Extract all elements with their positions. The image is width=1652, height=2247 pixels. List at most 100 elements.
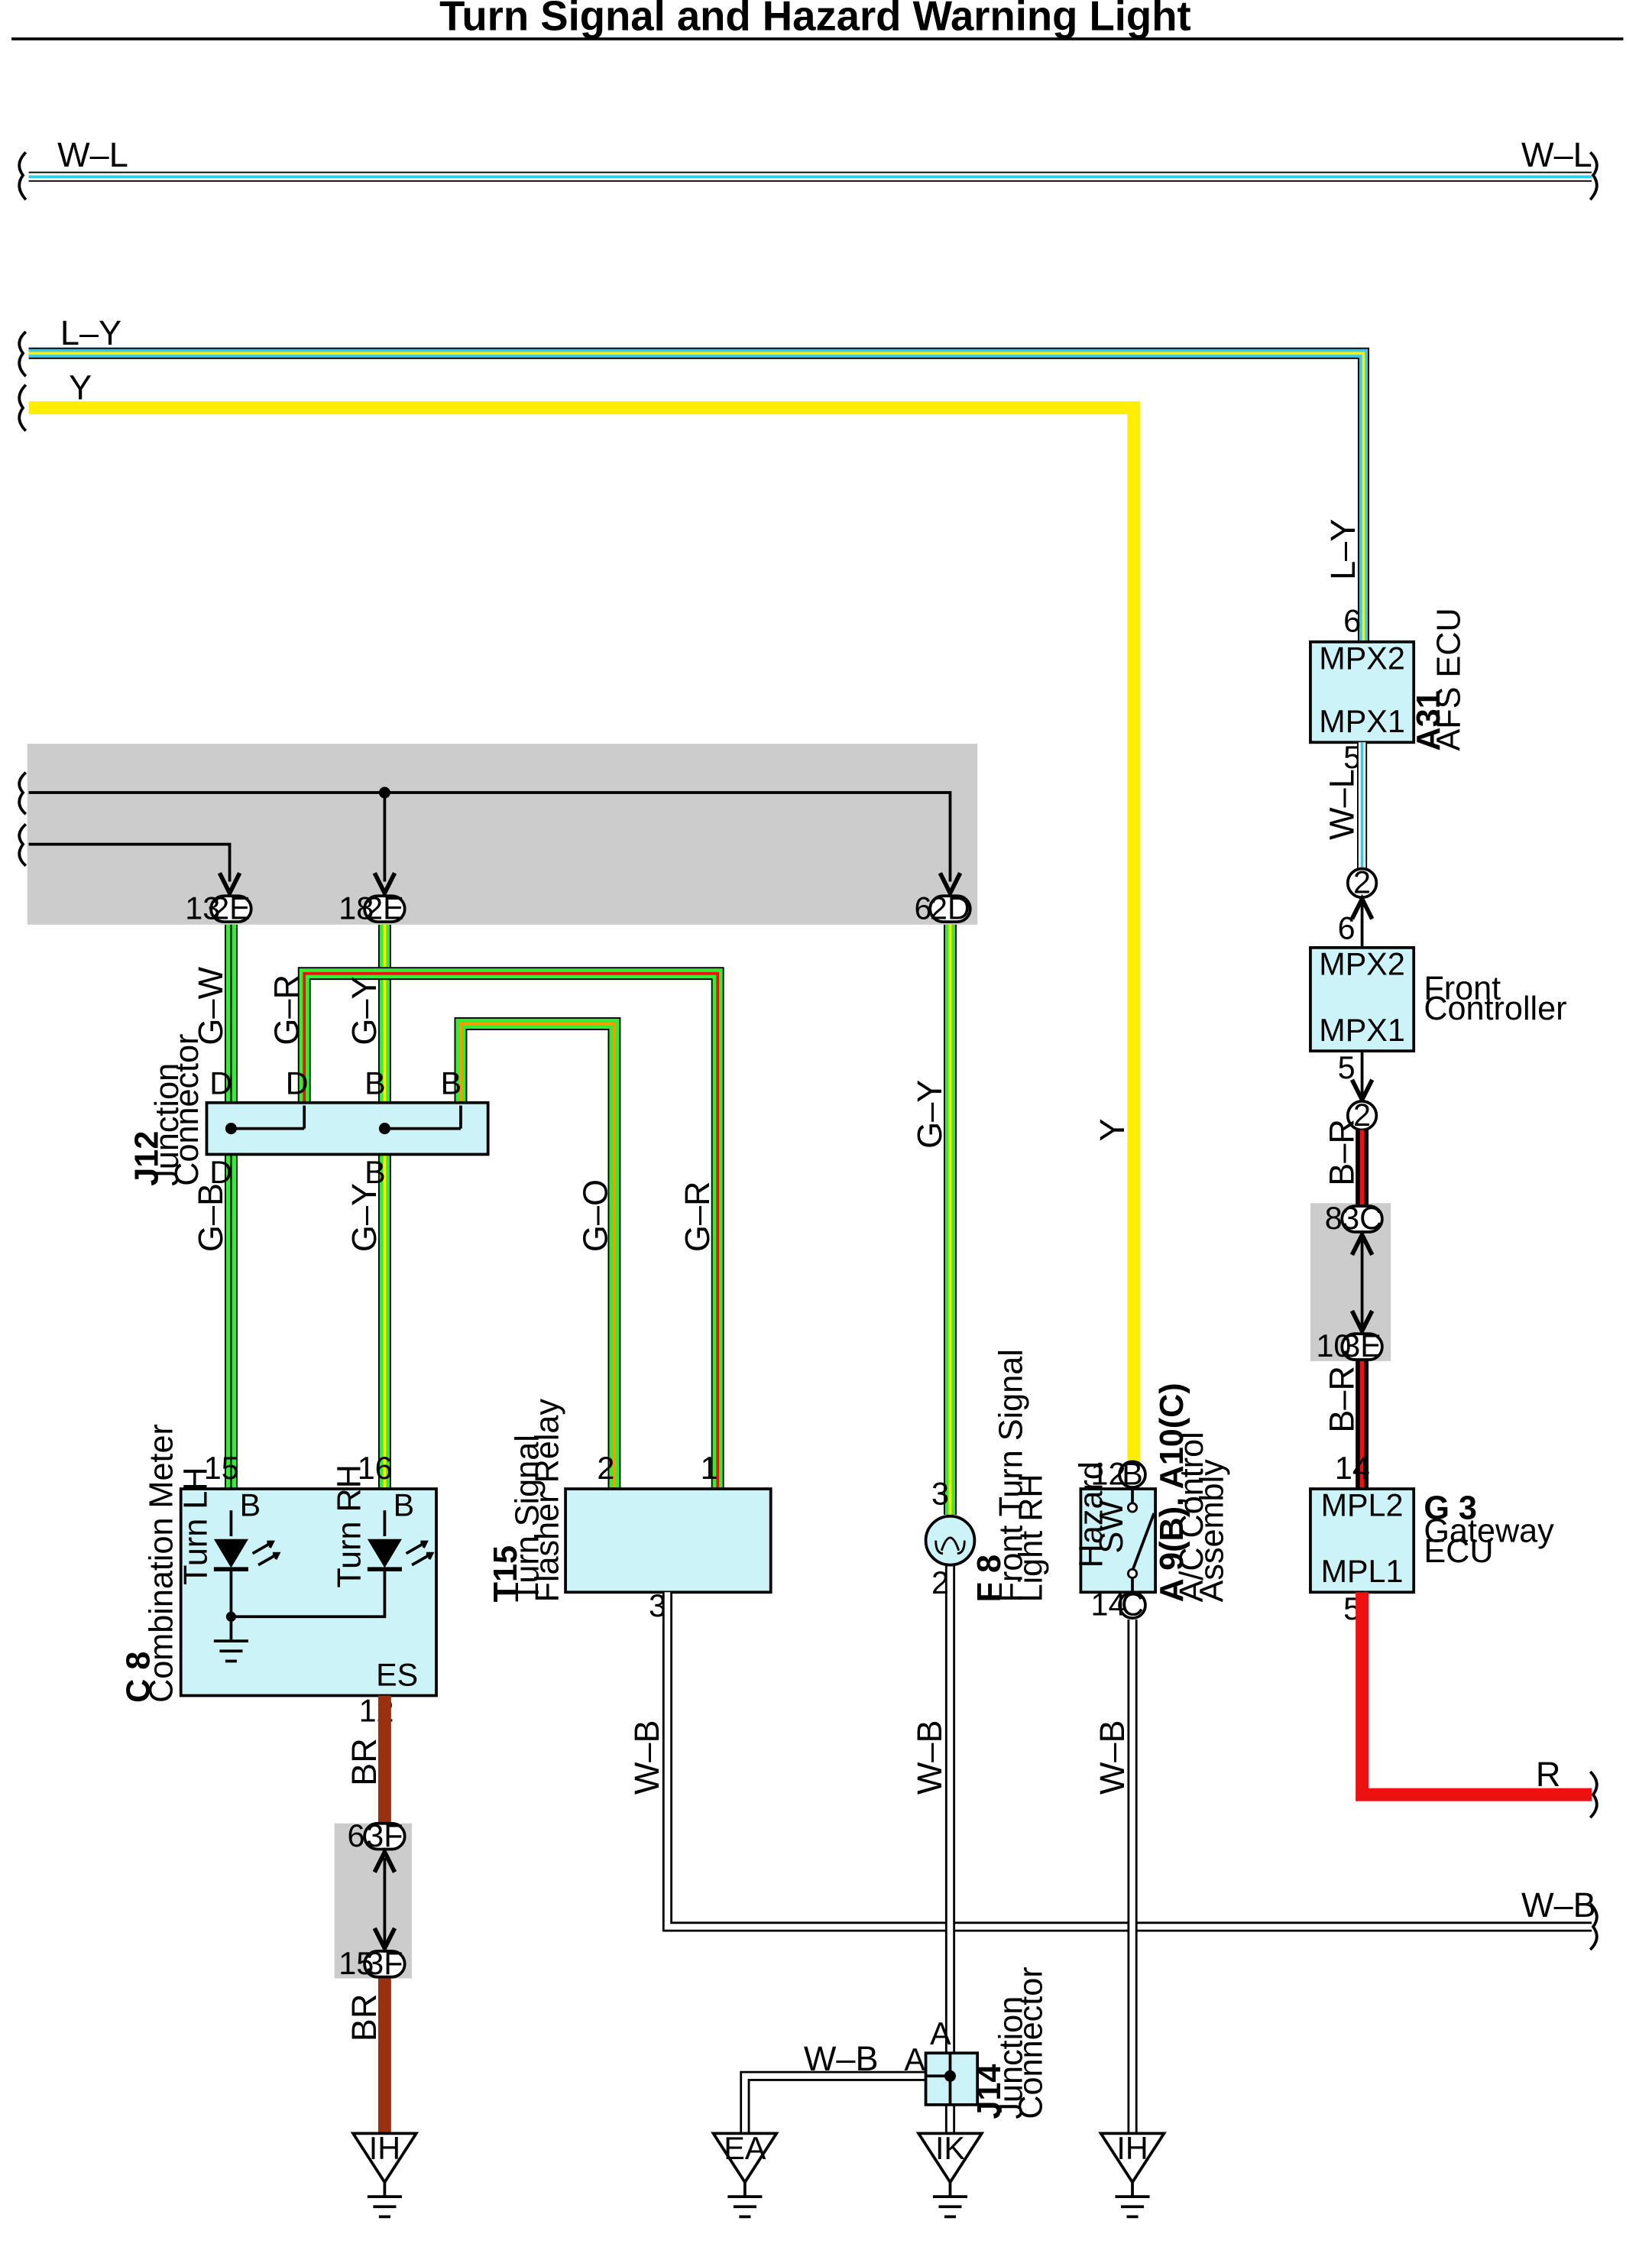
j12-name2: Connector bbox=[169, 1033, 206, 1185]
connector-2-bottom: 2 bbox=[1346, 1098, 1378, 1133]
wire-break-ly bbox=[18, 330, 28, 378]
a9-name2: Assembly bbox=[1194, 1459, 1230, 1603]
a31-pin-5: 5 bbox=[1343, 740, 1361, 775]
f8-front-turn-light bbox=[924, 1514, 977, 1567]
t15-pin-1: 1 bbox=[701, 1451, 718, 1486]
a9-code: A 9(B), A10(C) bbox=[1154, 1383, 1190, 1602]
wire-label-gb: G–B bbox=[191, 1183, 230, 1252]
c8-pin-16: 16 bbox=[358, 1451, 393, 1486]
f8-pin-2: 2 bbox=[931, 1565, 949, 1600]
arrow-3f-up bbox=[372, 1847, 397, 1873]
pin-13: 13 bbox=[185, 890, 220, 926]
svg-text:B: B bbox=[1122, 1456, 1143, 1491]
wire-break-bus2 bbox=[18, 822, 28, 867]
t15-flasher-relay bbox=[564, 1487, 773, 1594]
arrow-3c-up bbox=[1349, 1230, 1375, 1256]
wire-label-wb-ea: W–B bbox=[804, 2039, 879, 2078]
j14-name1: Junction bbox=[993, 1996, 1029, 2119]
c8-combination-meter bbox=[179, 1487, 438, 1697]
wire-label-wb-right: W–B bbox=[1521, 1885, 1596, 1924]
pin-15-3f: 15 bbox=[338, 1946, 374, 1981]
ground-ea: EA bbox=[711, 2131, 779, 2219]
wire-break-bus1 bbox=[18, 771, 28, 815]
j12-pin-b2: B bbox=[441, 1065, 462, 1101]
splice-dot-bus bbox=[378, 786, 390, 799]
svg-text:IH: IH bbox=[1116, 2131, 1148, 2166]
j14-pin-a-left: A bbox=[904, 2042, 925, 2077]
wire-label-wl-right: W–L bbox=[1521, 135, 1592, 174]
connector-band-main bbox=[27, 744, 978, 925]
f8-pin-3: 3 bbox=[931, 1477, 949, 1512]
wire-break-wb bbox=[1589, 1902, 1599, 1951]
wire-label-gw: G–W bbox=[191, 966, 230, 1045]
a31-mpx1: MPX1 bbox=[1319, 704, 1405, 739]
f8-name1: Front Turn Signal bbox=[993, 1349, 1029, 1602]
arrow-2e-right bbox=[372, 871, 397, 898]
svg-text:C: C bbox=[1121, 1587, 1144, 1622]
t15-name2: Flasher Relay bbox=[530, 1399, 566, 1603]
wire-label-go: G–O bbox=[576, 1179, 615, 1252]
t15-name1: Turn Signal bbox=[509, 1435, 546, 1602]
ground-ih-right: IH bbox=[1098, 2131, 1167, 2219]
svg-text:2E: 2E bbox=[212, 890, 251, 926]
a9-sw-label1: Hazard bbox=[1074, 1461, 1110, 1568]
g3-mpl2: MPL2 bbox=[1321, 1488, 1404, 1523]
front-controller bbox=[1309, 946, 1416, 1053]
wire-label-ly: L–Y bbox=[60, 313, 121, 352]
f8-code: F 8 bbox=[971, 1555, 1008, 1602]
front-name2: Controller bbox=[1424, 991, 1566, 1027]
t15-pin-2: 2 bbox=[597, 1451, 614, 1486]
wire-label-r: R bbox=[1536, 1755, 1561, 1794]
f8-name2: Light RH bbox=[1013, 1474, 1050, 1602]
front-pin-5: 5 bbox=[1338, 1050, 1356, 1085]
a10-pin-c: C bbox=[1118, 1587, 1147, 1622]
svg-text:EA: EA bbox=[724, 2131, 766, 2166]
wire-gr bbox=[297, 967, 724, 1490]
j14-junction-connector bbox=[924, 2051, 980, 2106]
svg-text:IK: IK bbox=[935, 2131, 965, 2166]
j12-pin-b1: B bbox=[364, 1065, 386, 1101]
arrow-2e-left bbox=[217, 871, 242, 898]
wire-break-left-wl bbox=[18, 151, 28, 201]
wire-label-wb-hazard: W–B bbox=[1093, 1720, 1132, 1795]
arrow-3f-down bbox=[372, 1927, 397, 1954]
svg-text:IH: IH bbox=[369, 2131, 400, 2166]
wire-label-gr-top: G–R bbox=[267, 974, 306, 1046]
c8-code: C 8 bbox=[120, 1652, 157, 1703]
front-mpx2: MPX2 bbox=[1319, 947, 1405, 982]
a31-afs-ecu bbox=[1309, 640, 1416, 744]
wire-r bbox=[1356, 1592, 1592, 1801]
c8-pin-15: 15 bbox=[204, 1451, 239, 1486]
svg-text:2D: 2D bbox=[930, 890, 970, 926]
c8-es: ES bbox=[376, 1657, 418, 1692]
c8-pin-b-right: B bbox=[394, 1488, 415, 1523]
wire-label-gy-mid: G–Y bbox=[345, 1183, 384, 1252]
c8-name: Combination Meter bbox=[143, 1424, 180, 1703]
pin-6-3f: 6 bbox=[348, 1818, 365, 1853]
g3-name2: ECU bbox=[1424, 1533, 1493, 1570]
ground-ik: IK bbox=[915, 2131, 985, 2219]
a9-pin-b: B bbox=[1118, 1456, 1147, 1491]
connector-3e: 3E bbox=[1340, 1328, 1384, 1363]
connector-2e-right: 2E bbox=[363, 890, 407, 926]
t15-code: T15 bbox=[488, 1545, 524, 1602]
g3-name1: Gateway bbox=[1424, 1513, 1554, 1550]
arrow-3e-down bbox=[1349, 1309, 1375, 1336]
wire-label-br-top: BR bbox=[345, 1738, 384, 1786]
wire-label-ly-vertical: L–Y bbox=[1323, 519, 1362, 580]
j12-pin-d1: D bbox=[209, 1065, 232, 1101]
j12-pin-b3: B bbox=[364, 1155, 386, 1190]
a9-name1: A/C Control bbox=[1174, 1432, 1210, 1602]
wire-ly bbox=[28, 347, 1369, 642]
j12-pin-d3: D bbox=[209, 1155, 232, 1190]
svg-text:2: 2 bbox=[1353, 865, 1371, 900]
connector-2e-left: 2E bbox=[209, 890, 253, 926]
wire-label-gr-mid: G–R bbox=[678, 1181, 717, 1252]
wire-label-wl-left: W–L bbox=[57, 135, 128, 174]
a31-code: A31 bbox=[1411, 690, 1447, 751]
internal-bus-wires bbox=[28, 791, 952, 882]
arrow-2d bbox=[938, 871, 963, 898]
j12-junction-connector bbox=[205, 1101, 490, 1156]
svg-text:2: 2 bbox=[1353, 1098, 1371, 1133]
a31-name: AFS ECU bbox=[1430, 608, 1467, 751]
